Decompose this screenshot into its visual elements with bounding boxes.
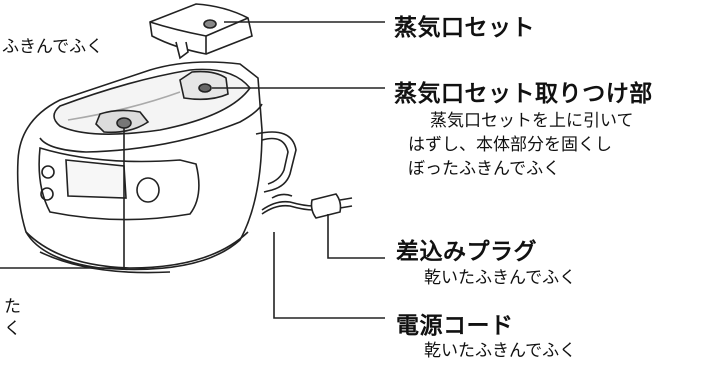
steam-vent-cap-illustration <box>149 3 253 60</box>
rice-cooker-illustration <box>16 61 297 274</box>
steam-vent-mount-desc-1: 蒸気口セットを上に引いて <box>430 111 634 131</box>
power-cord-title: 電源コード <box>396 313 514 339</box>
steam-vent-mount-desc-2: はずし、本体部分を固くし <box>408 135 612 155</box>
power-plug-title: 差込みプラグ <box>396 239 537 265</box>
power-cord-illustration <box>261 193 315 215</box>
steam-vent-mount-desc-3: ぼったふきんでふく <box>408 159 561 179</box>
leader-power-cord <box>273 232 385 319</box>
power-cord-desc: 乾いたふきんでふく <box>424 341 577 361</box>
cropped-left-bottom-text-2: く <box>4 319 21 339</box>
leader-power-plug <box>327 214 385 259</box>
steam-vent-mount-title: 蒸気口セット取りつけ部 <box>394 81 653 107</box>
steam-vent-set-title: 蒸気口セット <box>394 15 535 41</box>
leader-left-lid-vent <box>0 128 125 269</box>
cropped-left-top-text: ふきんでふく <box>2 37 104 57</box>
power-plug-desc: 乾いたふきんでふく <box>424 268 577 288</box>
leader-lines <box>0 21 385 319</box>
cropped-left-bottom-text-1: た <box>4 297 21 317</box>
plug-illustration <box>310 193 353 219</box>
